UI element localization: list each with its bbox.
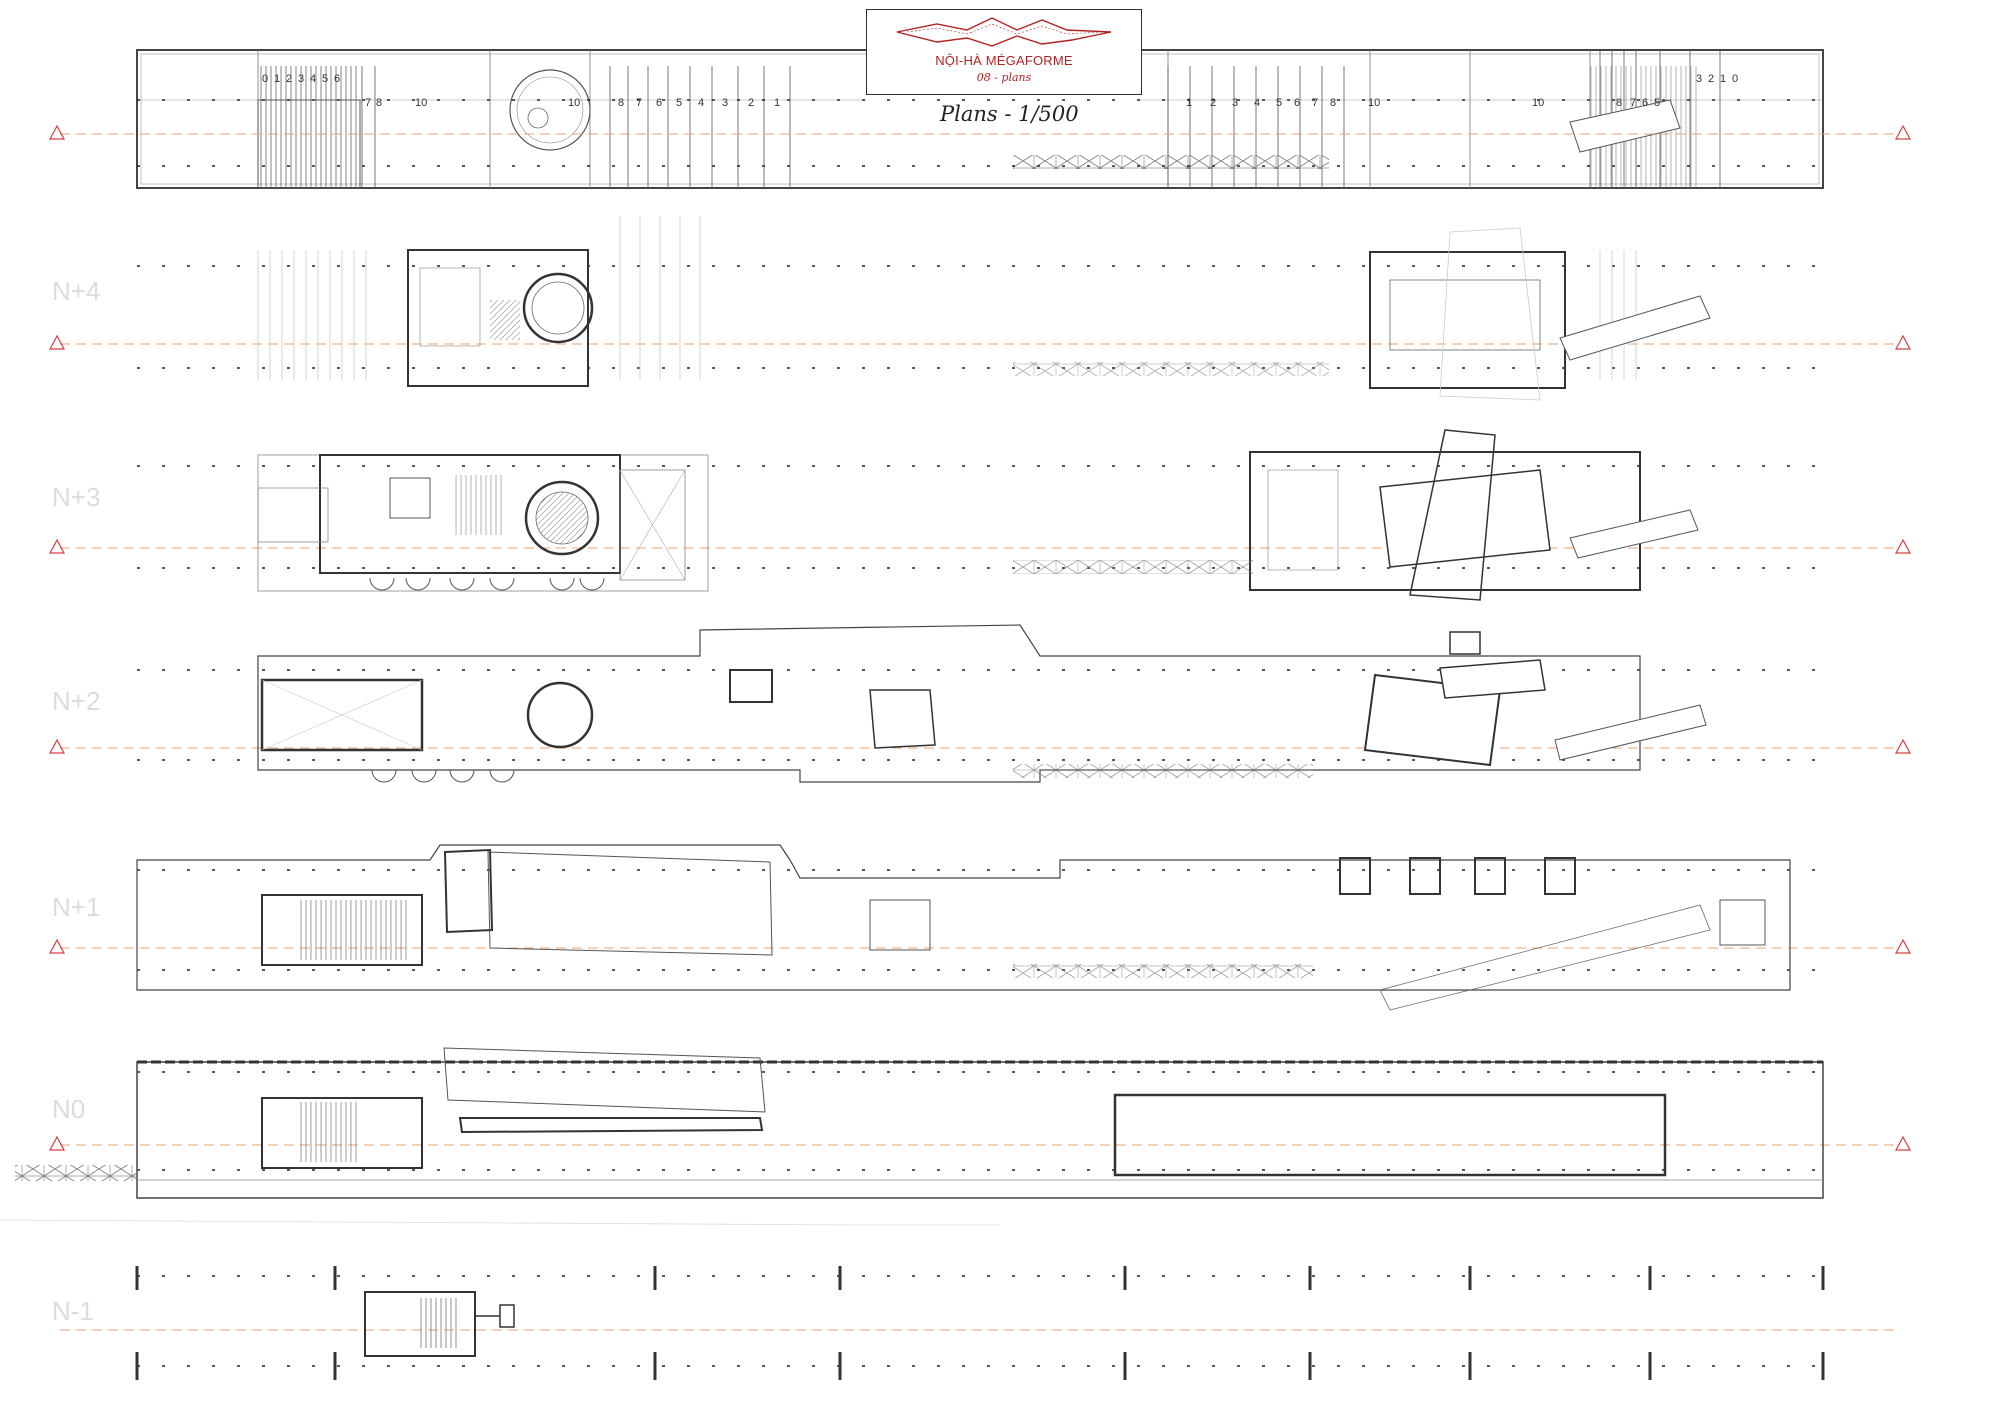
- level-label-n0: N0: [52, 1094, 86, 1124]
- section-marker-triangle: [1894, 1135, 1912, 1151]
- section-marker-triangle: [1894, 334, 1912, 350]
- svg-text:4: 4: [310, 73, 316, 85]
- svg-text:2: 2: [286, 73, 292, 85]
- section-marker-triangle: [1894, 738, 1912, 754]
- svg-text:8: 8: [618, 97, 624, 109]
- svg-text:6: 6: [656, 97, 662, 109]
- svg-text:10: 10: [1368, 97, 1380, 109]
- level-label-n4: N+4: [52, 276, 101, 306]
- section-marker-triangle: [1894, 124, 1912, 140]
- plan-level-n-minus-1: [0, 1219, 1825, 1380]
- section-marker-triangle: [48, 938, 66, 954]
- svg-text:8: 8: [376, 97, 382, 109]
- level-label-n1: N+1: [52, 892, 101, 922]
- svg-text:3: 3: [1696, 73, 1702, 85]
- section-marker-triangle: [48, 1135, 66, 1151]
- svg-text:4: 4: [1254, 97, 1260, 109]
- svg-text:7: 7: [1630, 97, 1636, 109]
- roof-plan: 0 1 2 3 4 5 6 7 8 10 10 8 7 6 5 4 3 2 1 …: [136, 49, 1824, 189]
- plan-level-n1: [136, 844, 1791, 1011]
- section-marker-triangle: [48, 334, 66, 350]
- svg-text:8: 8: [1330, 97, 1336, 109]
- title-block: NỘI-HÀ MÉGAFORME 08 - plans: [866, 9, 1142, 95]
- svg-text:5: 5: [676, 97, 682, 109]
- svg-text:2: 2: [1210, 97, 1216, 109]
- svg-text:5: 5: [322, 73, 328, 85]
- section-marker-triangle: [48, 124, 66, 140]
- section-marker-triangle: [48, 738, 66, 754]
- level-label-n3: N+3: [52, 482, 101, 512]
- svg-text:7: 7: [1312, 97, 1318, 109]
- svg-text:10: 10: [415, 97, 427, 109]
- project-logo: [896, 17, 1112, 47]
- axis-lines: [60, 99, 1900, 1367]
- sheet-title: 08 - plans: [976, 71, 1032, 84]
- svg-text:7: 7: [636, 97, 642, 109]
- svg-text:2: 2: [748, 97, 754, 109]
- svg-text:5: 5: [1276, 97, 1282, 109]
- plan-level-n0: [15, 1047, 1824, 1199]
- svg-text:8: 8: [1616, 97, 1622, 109]
- svg-text:2: 2: [1708, 73, 1714, 85]
- svg-text:1: 1: [774, 97, 780, 109]
- svg-text:0: 0: [1732, 73, 1738, 85]
- project-title: NỘI-HÀ MÉGAFORME: [935, 53, 1073, 68]
- plan-level-n4: [257, 216, 1711, 401]
- section-markers: [48, 124, 1912, 1151]
- svg-text:3: 3: [1232, 97, 1238, 109]
- svg-text:1: 1: [1720, 73, 1726, 85]
- section-marker-triangle: [1894, 538, 1912, 554]
- svg-text:1: 1: [1186, 97, 1192, 109]
- svg-text:10: 10: [568, 97, 580, 109]
- section-marker-triangle: [1894, 938, 1912, 954]
- section-marker-triangle: [48, 538, 66, 554]
- plan-level-n2: [257, 624, 1707, 783]
- svg-text:3: 3: [298, 73, 304, 85]
- svg-text:6: 6: [334, 73, 340, 85]
- svg-text:5: 5: [1654, 97, 1660, 109]
- level-label-n-1: N-1: [52, 1296, 94, 1326]
- svg-text:10: 10: [1532, 97, 1544, 109]
- roof-ramp-numbers: 0 1 2 3 4 5 6 7 8 10 10 8 7 6 5 4 3 2 1 …: [262, 73, 1738, 109]
- svg-text:7: 7: [365, 97, 371, 109]
- svg-text:6: 6: [1294, 97, 1300, 109]
- plan-level-n3: [257, 429, 1699, 601]
- svg-text:1: 1: [274, 73, 280, 85]
- svg-text:3: 3: [722, 97, 728, 109]
- svg-text:0: 0: [262, 73, 268, 85]
- level-label-n2: N+2: [52, 686, 101, 716]
- svg-text:6: 6: [1642, 97, 1648, 109]
- scale-title: Plans - 1/500: [940, 102, 1079, 126]
- svg-text:4: 4: [698, 97, 704, 109]
